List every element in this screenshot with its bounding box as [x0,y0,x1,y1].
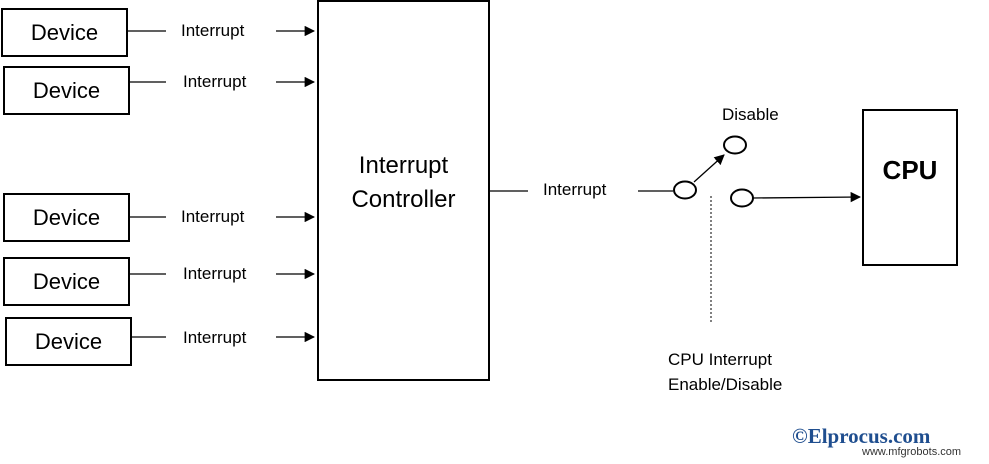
interrupt-label-2: Interrupt [183,72,247,91]
controller-output-label: Interrupt [543,180,607,199]
device-box-5: Device [5,317,132,366]
switch-caption-line2: Enable/Disable [668,375,783,394]
watermark-brand: ©Elprocus.com [792,424,931,448]
watermark-site: www.mfgrobots.com [862,446,962,458]
controller-title-line1: Interrupt [358,151,449,179]
device-box-1: Device [1,8,128,57]
device-box-2: Device [3,66,130,115]
device-box-3: Device [3,193,130,242]
device-box-4: Device [3,257,130,306]
controller-title-line2: Controller [351,185,456,213]
interrupt-label-4: Interrupt [183,264,247,283]
switch-common-contact [673,180,697,200]
interrupt-label-1: Interrupt [181,21,245,40]
switch-caption-line1: CPU Interrupt [668,350,772,369]
interrupt-controller-box: Interrupt Controller [317,0,490,381]
device-label: Device [32,268,101,294]
cpu-box: CPU [862,109,958,266]
device-label: Device [32,77,101,103]
cpu-label: CPU [882,155,938,185]
switch-enable-contact [730,188,754,208]
switch-lever [693,154,725,183]
switch-to-cpu-arrow [752,191,862,203]
device-label: Device [30,19,99,45]
switch-disable-contact [723,135,747,155]
disable-label: Disable [722,105,779,124]
device-label: Device [32,204,101,230]
interrupt-label-3: Interrupt [181,207,245,226]
device-label: Device [34,328,103,354]
interrupt-label-5: Interrupt [183,328,247,347]
